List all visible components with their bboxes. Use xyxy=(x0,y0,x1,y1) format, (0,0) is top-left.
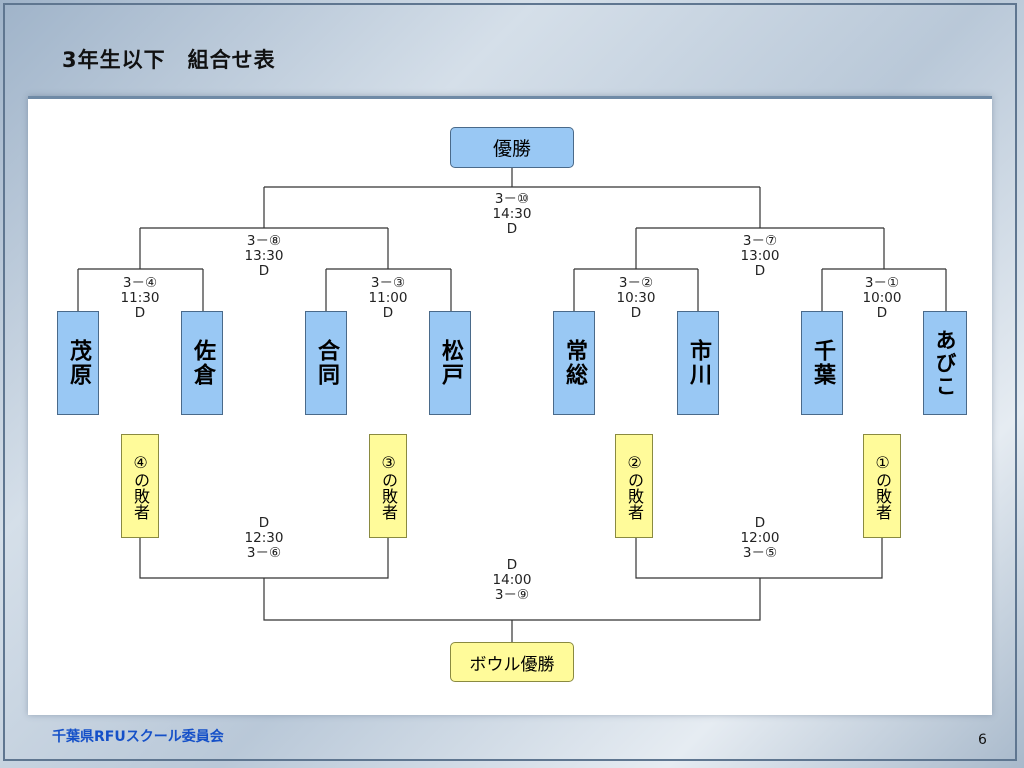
team-box: 松戸 xyxy=(429,311,471,415)
team-box: 千葉 xyxy=(801,311,843,415)
team-box: 常総 xyxy=(553,311,595,415)
team-box: 佐倉 xyxy=(181,311,223,415)
loser-box: ③の敗者 xyxy=(369,434,407,538)
loser-box: ②の敗者 xyxy=(615,434,653,538)
bowl-champion-label: ボウル優勝 xyxy=(469,654,555,675)
loser-box: ④の敗者 xyxy=(121,434,159,538)
team-box: 茂原 xyxy=(57,311,99,415)
footer-organization: 千葉県RFUスクール委員会 xyxy=(52,729,224,745)
slide-title: 3年生以下 組合せ表 xyxy=(62,48,276,72)
loser-box: ①の敗者 xyxy=(863,434,901,538)
page-number: 6 xyxy=(978,732,987,748)
team-box: あびこ xyxy=(923,311,967,415)
champion-label: 優勝 xyxy=(492,138,531,160)
bowl-champion-box: ボウル優勝 xyxy=(450,642,574,682)
team-box: 合同 xyxy=(305,311,347,415)
bracket-panel xyxy=(28,96,992,715)
team-box: 市川 xyxy=(677,311,719,415)
slide-frame xyxy=(3,3,1017,761)
champion-box: 優勝 xyxy=(450,127,574,168)
